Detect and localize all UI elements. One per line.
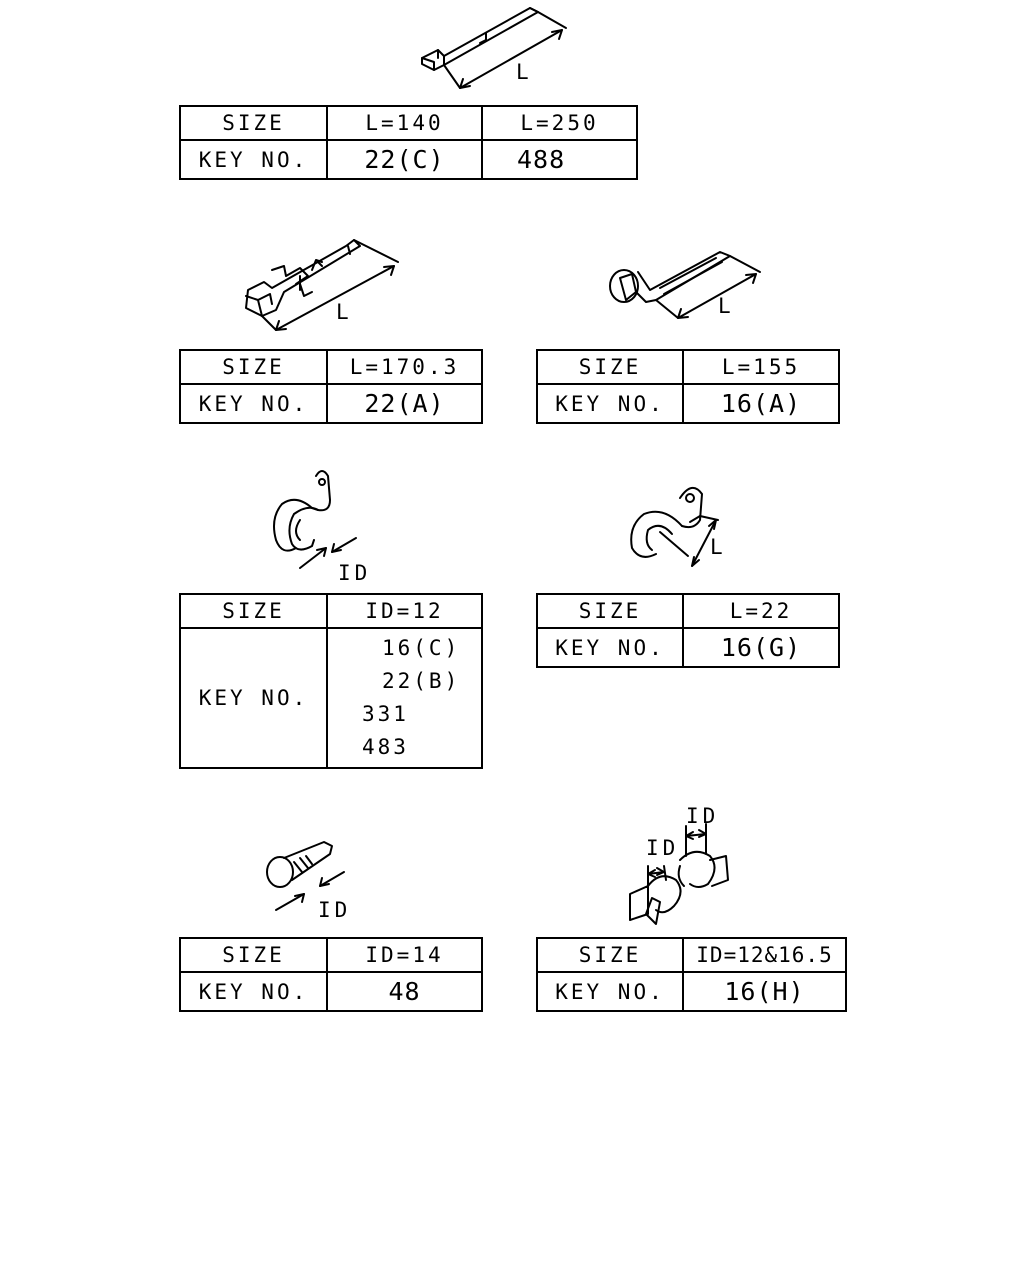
key-header: KEY NO. xyxy=(179,971,328,1012)
key-value: 48 xyxy=(326,971,483,1012)
size-value: ID=14 xyxy=(326,937,483,973)
key-value: 16(A) xyxy=(682,383,840,424)
p-clamp-tab-l-icon xyxy=(630,487,719,567)
key-value: 331 xyxy=(362,702,409,726)
p-clamp-tab-icon xyxy=(273,470,357,569)
size-table: SIZE L=155 KEY NO. 16(A) xyxy=(536,349,840,424)
cable-tie-long-icon xyxy=(421,7,567,89)
dimension-label: L xyxy=(336,300,353,324)
size-header: SIZE xyxy=(536,937,684,973)
size-value: L=170.3 xyxy=(326,349,483,385)
size-value: L=155 xyxy=(682,349,840,385)
dimension-label: ID xyxy=(686,804,720,828)
size-value: L=140 xyxy=(326,105,483,141)
dimension-label: L xyxy=(516,60,533,84)
key-value: 16(H) xyxy=(682,971,847,1012)
key-header: KEY NO. xyxy=(536,627,684,668)
key-header: KEY NO. xyxy=(179,139,328,180)
size-table: SIZE ID=12 KEY NO. 16(C) 22(B) 331 483 xyxy=(179,593,483,769)
size-header: SIZE xyxy=(179,105,328,141)
cable-tie-clip-icon xyxy=(245,239,399,331)
size-header: SIZE xyxy=(179,937,328,973)
size-table: SIZE L=170.3 KEY NO. 22(A) xyxy=(179,349,483,424)
cable-tie-round-head-icon xyxy=(609,251,761,319)
dimension-label: ID xyxy=(338,561,372,585)
size-value: L=22 xyxy=(682,593,840,629)
key-header: KEY NO. xyxy=(179,383,328,424)
size-table: SIZE ID=12&16.5 KEY NO. 16(H) xyxy=(536,937,847,1012)
key-header: KEY NO. xyxy=(179,627,328,769)
size-header: SIZE xyxy=(179,349,328,385)
size-header: SIZE xyxy=(536,593,684,629)
size-table: SIZE ID=14 KEY NO. 48 xyxy=(179,937,483,1012)
size-table: SIZE L=140 L=250 KEY NO. 22(C) 488 xyxy=(179,105,638,180)
key-value: 22(B) xyxy=(382,669,461,693)
dimension-label: ID xyxy=(318,898,352,922)
size-table: SIZE L=22 KEY NO. 16(G) xyxy=(536,593,840,668)
dimension-label: L xyxy=(718,294,735,318)
size-header: SIZE xyxy=(536,349,684,385)
dimension-label: L xyxy=(710,535,727,559)
key-header: KEY NO. xyxy=(536,971,684,1012)
key-value: 488 xyxy=(481,139,638,180)
round-clamp-icon xyxy=(266,841,345,911)
key-value: 16(C) xyxy=(382,636,461,660)
key-value: 16(G) xyxy=(682,627,840,668)
key-value: 483 xyxy=(362,735,409,759)
double-clamp-icon xyxy=(629,823,729,925)
size-header: SIZE xyxy=(179,593,328,629)
key-header: KEY NO. xyxy=(536,383,684,424)
size-value: ID=12&16.5 xyxy=(682,937,847,973)
key-value: 22(A) xyxy=(326,383,483,424)
key-value-list: 16(C) 22(B) 331 483 xyxy=(326,627,483,769)
size-value: L=250 xyxy=(481,105,638,141)
size-value: ID=12 xyxy=(326,593,483,629)
dimension-label: ID xyxy=(646,836,680,860)
key-value: 22(C) xyxy=(326,139,483,180)
